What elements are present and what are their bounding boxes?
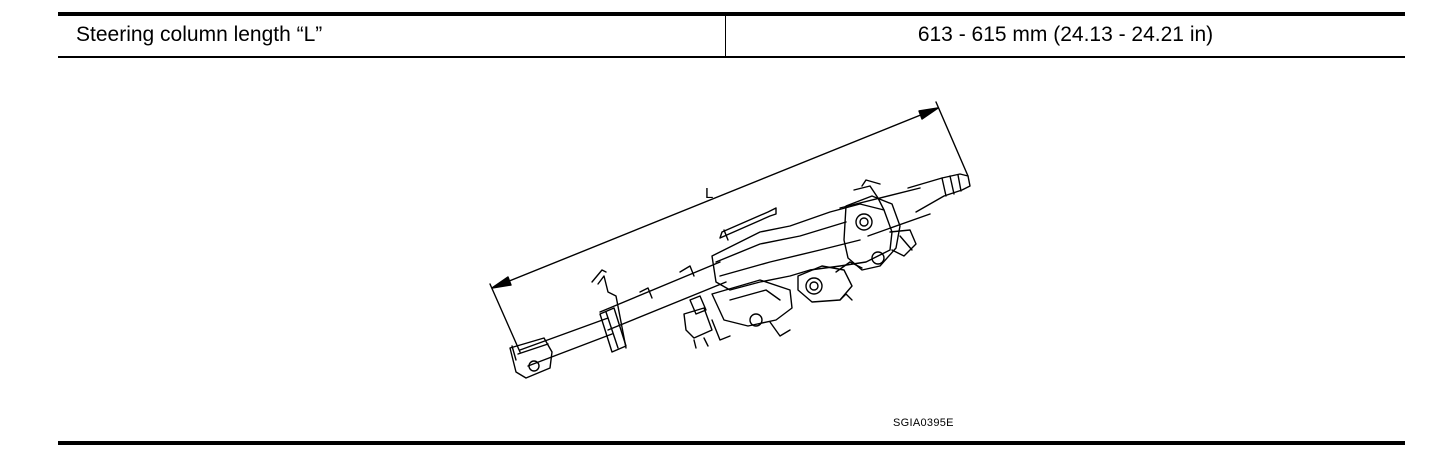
table-column-divider bbox=[725, 16, 726, 56]
lever-assembly bbox=[683, 279, 793, 349]
section-bottom-rule bbox=[58, 441, 1405, 445]
figure-id: SGIA0395E bbox=[893, 417, 954, 429]
spec-value-cell: 613 - 615 mm (24.13 - 24.21 in) bbox=[917, 23, 1214, 46]
lower-joint bbox=[509, 337, 553, 379]
tube-clamp bbox=[591, 269, 627, 353]
steering-shaft bbox=[519, 173, 971, 367]
dimension-line-L bbox=[489, 101, 969, 353]
dimension-label: L bbox=[705, 185, 713, 202]
tube-tabs bbox=[639, 265, 695, 299]
upper-mount bbox=[843, 195, 917, 271]
tilt-bracket bbox=[797, 261, 863, 303]
table-bottom-rule bbox=[58, 56, 1405, 58]
table-top-rule bbox=[58, 12, 1405, 16]
spec-label-cell: Steering column length “L” bbox=[76, 23, 323, 46]
column-housing bbox=[711, 179, 893, 291]
